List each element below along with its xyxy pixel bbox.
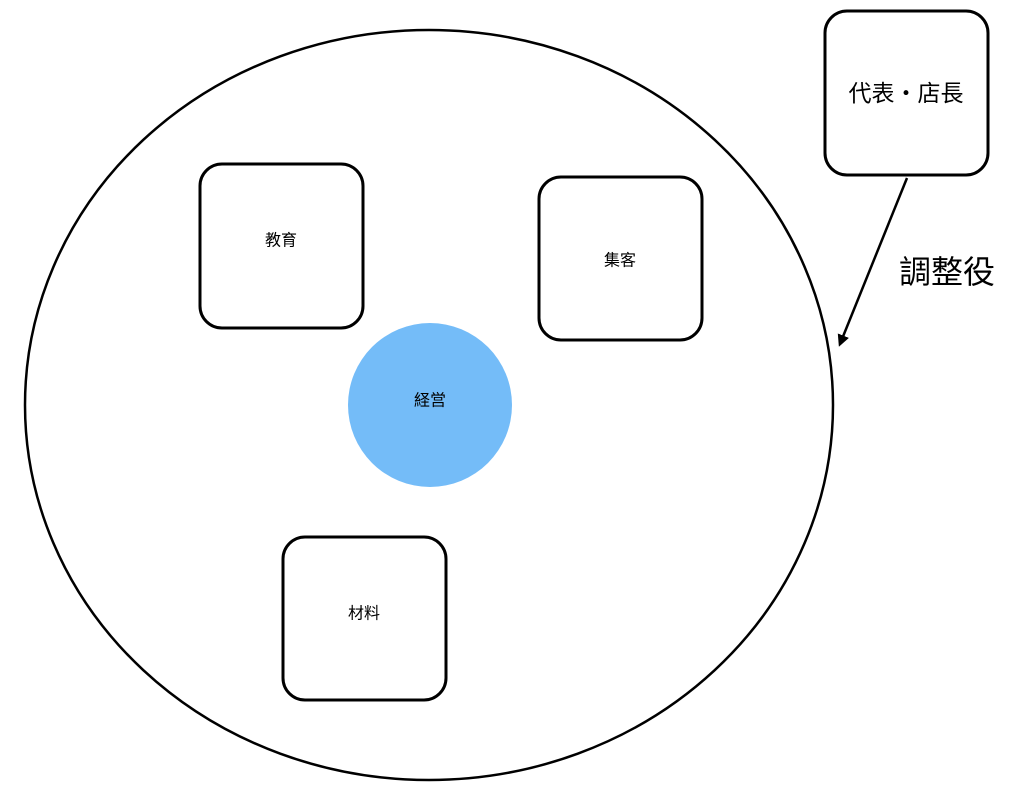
leader-box [823, 9, 990, 177]
department-label: 材料 [348, 604, 380, 623]
department-node-marketing: 集客 [537, 175, 704, 342]
connector-label: 調整役 [899, 253, 995, 291]
leader-node: 代表・店長 [823, 9, 990, 177]
department-node-education: 教育 [198, 162, 365, 330]
department-label: 教育 [265, 231, 297, 250]
department-label: 集客 [604, 251, 636, 270]
core-node: 経営 [348, 323, 512, 487]
leader-label: 代表・店長 [849, 81, 964, 107]
connector-arrow [837, 177, 909, 347]
core-circle [348, 323, 512, 487]
core-label: 経営 [414, 391, 446, 410]
department-node-materials: 材料 [281, 535, 448, 702]
department-box [198, 162, 365, 330]
department-box [281, 535, 448, 702]
department-box [537, 175, 704, 342]
